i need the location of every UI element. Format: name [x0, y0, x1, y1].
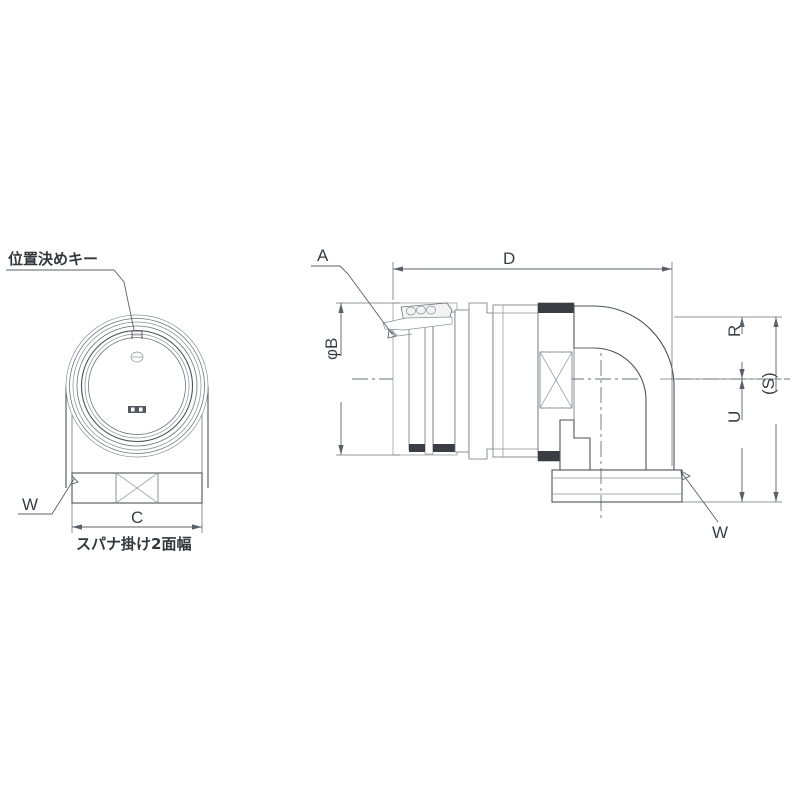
shell-barrel	[492, 304, 539, 458]
front-view-coupling-rings	[65, 314, 209, 458]
dimension-u: U	[682, 379, 782, 503]
shoulder-step-1	[454, 309, 470, 453]
shell-shoulder	[454, 302, 494, 460]
front-view-spanner-flats	[71, 472, 203, 504]
front-view-w-callout: W	[18, 474, 79, 515]
elbow-upper-wall	[573, 305, 675, 471]
front-view-center-mark	[130, 351, 144, 363]
knurl-band-2-endcap	[433, 444, 455, 452]
side-view	[352, 302, 790, 520]
dimension-d: D	[392, 248, 673, 466]
front-view	[65, 314, 209, 504]
shoulder-flange	[468, 302, 494, 460]
latch-lever	[382, 316, 453, 331]
dimension-r: R	[660, 316, 782, 380]
side-view-a-label: A	[317, 246, 329, 265]
dimension-r-label: R	[725, 325, 744, 337]
dimension-phi-b: φB	[322, 302, 400, 456]
dimension-c: C	[71, 503, 203, 533]
side-view-w-label: W	[712, 523, 728, 542]
knurl-band-1-endcap	[409, 444, 425, 452]
coupling-nut-top-cap	[538, 303, 574, 313]
dimension-s-label: (S)	[759, 372, 778, 395]
latch-clip-detail	[382, 302, 453, 337]
latch-pin-1	[406, 306, 416, 316]
ring-knurl-band	[76, 325, 198, 447]
latch-pin-2	[416, 305, 426, 315]
coupling-nut	[537, 302, 575, 462]
latch-pin-3	[426, 305, 436, 315]
positioning-key-label: 位置決めキー	[8, 250, 98, 268]
coupling-nut-bottom-cap	[538, 451, 574, 461]
front-view-w-label: W	[22, 495, 38, 514]
side-view-a-callout: A	[311, 246, 397, 339]
side-view-w-callout: W	[680, 470, 728, 542]
elbow-bend	[559, 305, 675, 471]
dimension-c-label: C	[131, 508, 143, 527]
dimension-s: (S)	[759, 317, 785, 502]
face-marking	[128, 406, 146, 413]
positioning-key-notch	[131, 330, 143, 339]
face-marking-block	[128, 406, 146, 413]
spanner-flats-note: スパナ掛け2面幅	[76, 535, 191, 553]
barrel-body	[492, 304, 539, 458]
dimension-phi-b-label: φB	[322, 338, 341, 360]
ring-face-bore	[88, 337, 186, 435]
dimension-u-label: U	[725, 411, 744, 423]
exit-band-body	[551, 469, 683, 503]
spanner-flats-label: スパナ掛け2面幅	[76, 535, 191, 553]
cable-exit-band	[551, 469, 683, 503]
positioning-key-callout: 位置決めキー	[6, 250, 135, 331]
dimension-d-label: D	[503, 249, 515, 268]
